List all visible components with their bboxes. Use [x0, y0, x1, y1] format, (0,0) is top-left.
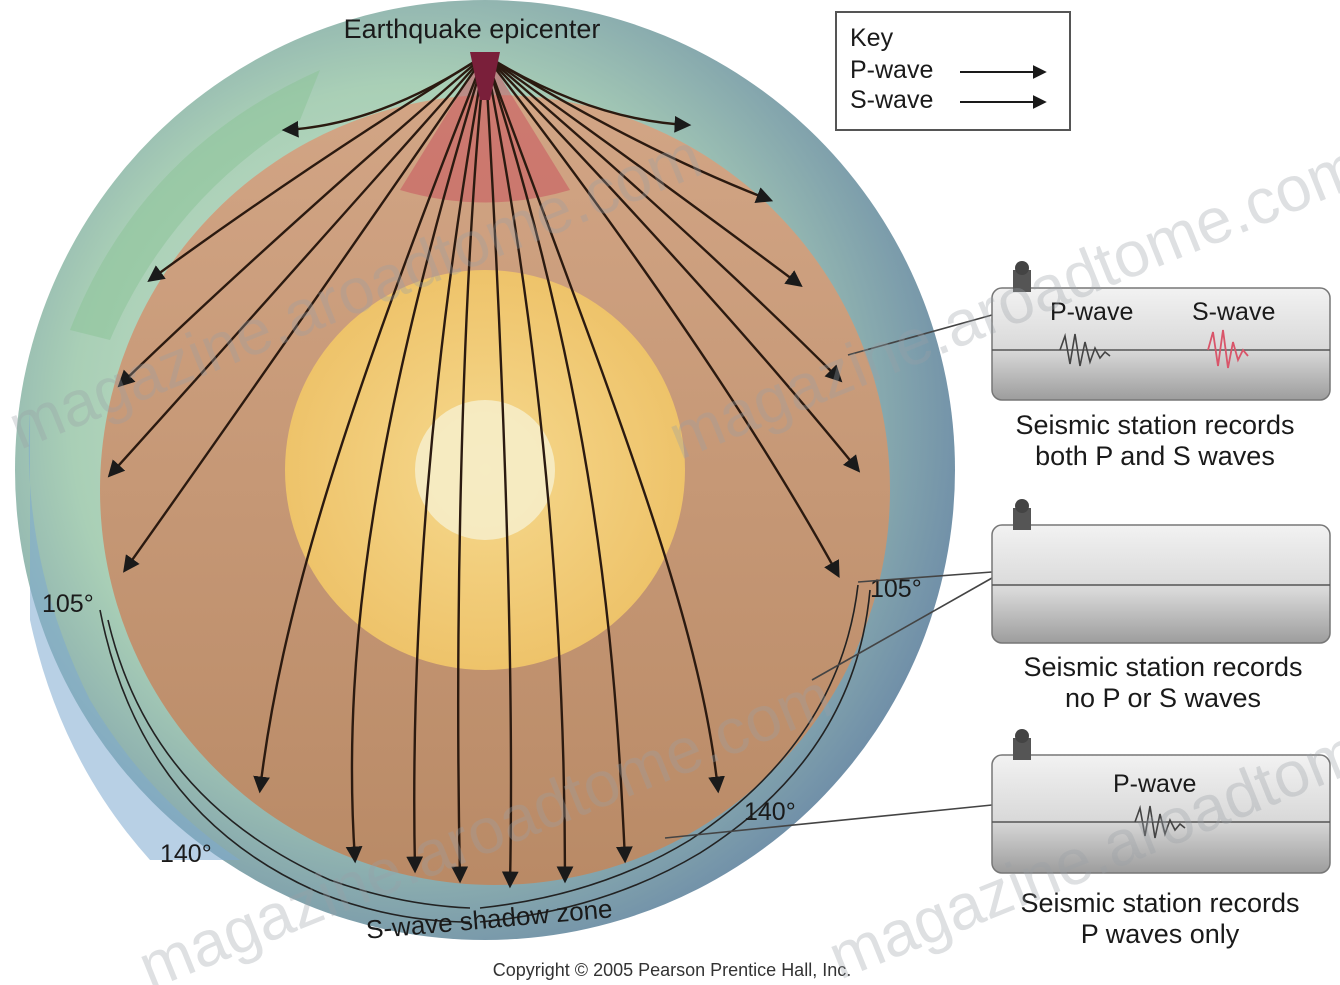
leader-line-station-2b — [811, 577, 993, 681]
station-both-waves: P-wave S-wave Seismic station records bo… — [991, 261, 1331, 471]
station-recorder-knob — [1015, 499, 1029, 513]
station-drum — [991, 754, 1331, 874]
station-3-p-wave-label: P-wave — [1113, 770, 1196, 798]
leader-line-station-1 — [847, 314, 993, 356]
epicenter-label: Earthquake epicenter — [344, 14, 601, 44]
inner-core — [415, 400, 555, 540]
station-recorder-head — [1013, 508, 1031, 530]
s-wave-trace — [1207, 329, 1249, 369]
key-p-wave-label: P-wave — [850, 56, 933, 84]
copyright-text: Copyright © 2005 Pearson Prentice Hall, … — [493, 960, 851, 980]
station-drum — [991, 524, 1331, 644]
station-2-caption-line2: no P or S waves — [1065, 683, 1261, 713]
key-legend: Key P-wave S-wave — [835, 11, 1071, 131]
wave-ray-mantle — [147, 53, 486, 282]
angle-label-left-105: 105° — [42, 590, 94, 618]
station-3-caption-line1: Seismic station records — [1020, 888, 1299, 918]
station-3-caption-line2: P waves only — [1081, 919, 1240, 949]
station-recorder-head — [1013, 270, 1031, 292]
wave-ray-core — [451, 54, 487, 884]
station-no-waves: Seismic station records no P or S waves — [991, 499, 1331, 713]
wave-ray-mantle — [484, 54, 861, 473]
wave-ray-mantle — [484, 54, 840, 578]
shadow-zone-arcs — [99, 584, 871, 923]
wave-ray-core — [483, 54, 633, 864]
station-recorder-head — [1013, 738, 1031, 760]
wave-ray-core — [406, 54, 487, 874]
wave-ray-core — [345, 54, 487, 864]
p-wave-trace — [1059, 332, 1111, 367]
station-1-s-wave-label: S-wave — [1192, 298, 1275, 326]
crust-land-patch — [70, 70, 320, 340]
station-2-caption-line1: Seismic station records — [1023, 652, 1302, 682]
angle-label-right-140: 140° — [744, 798, 796, 826]
wave-ray-core — [483, 54, 574, 884]
leader-line-station-3 — [664, 804, 993, 839]
wave-ray-core — [483, 54, 725, 794]
station-p-waves-only: P-wave Seismic station records P waves o… — [991, 729, 1331, 949]
wave-ray-mantle — [484, 54, 843, 383]
station-1-caption-line2: both P and S waves — [1035, 441, 1275, 471]
wave-ray-mantle — [107, 54, 486, 478]
angle-label-left-140: 140° — [160, 840, 212, 868]
leader-line-station-2a — [857, 571, 993, 583]
wave-ray-mantle — [484, 53, 774, 204]
right-shadow-arc-outer — [479, 589, 871, 923]
key-heading: Key — [850, 24, 894, 52]
wave-ray-mantle — [123, 54, 486, 573]
wave-ray-mantle — [484, 54, 803, 288]
wave-ray-mantle — [117, 54, 486, 388]
p-wave-trace — [1134, 804, 1186, 839]
station-1-p-wave-label: P-wave — [1050, 298, 1133, 326]
wave-ray-core — [253, 54, 487, 794]
right-shadow-arc — [479, 584, 859, 909]
wave-ray-core — [483, 54, 519, 889]
seismic-wave-paths — [107, 53, 861, 889]
left-shadow-arc — [107, 619, 471, 909]
left-shadow-arc-outer — [99, 609, 471, 923]
key-s-wave-label: S-wave — [850, 86, 933, 114]
crust-ocean-patch — [28, 410, 240, 860]
epicenter — [470, 52, 500, 100]
station-recorder-knob — [1015, 261, 1029, 275]
station-recorder-knob — [1015, 729, 1029, 743]
epicenter-marker — [470, 52, 500, 100]
station-drum — [991, 287, 1331, 401]
station-1-caption-line1: Seismic station records — [1015, 410, 1294, 440]
station-leader-lines — [664, 314, 993, 839]
